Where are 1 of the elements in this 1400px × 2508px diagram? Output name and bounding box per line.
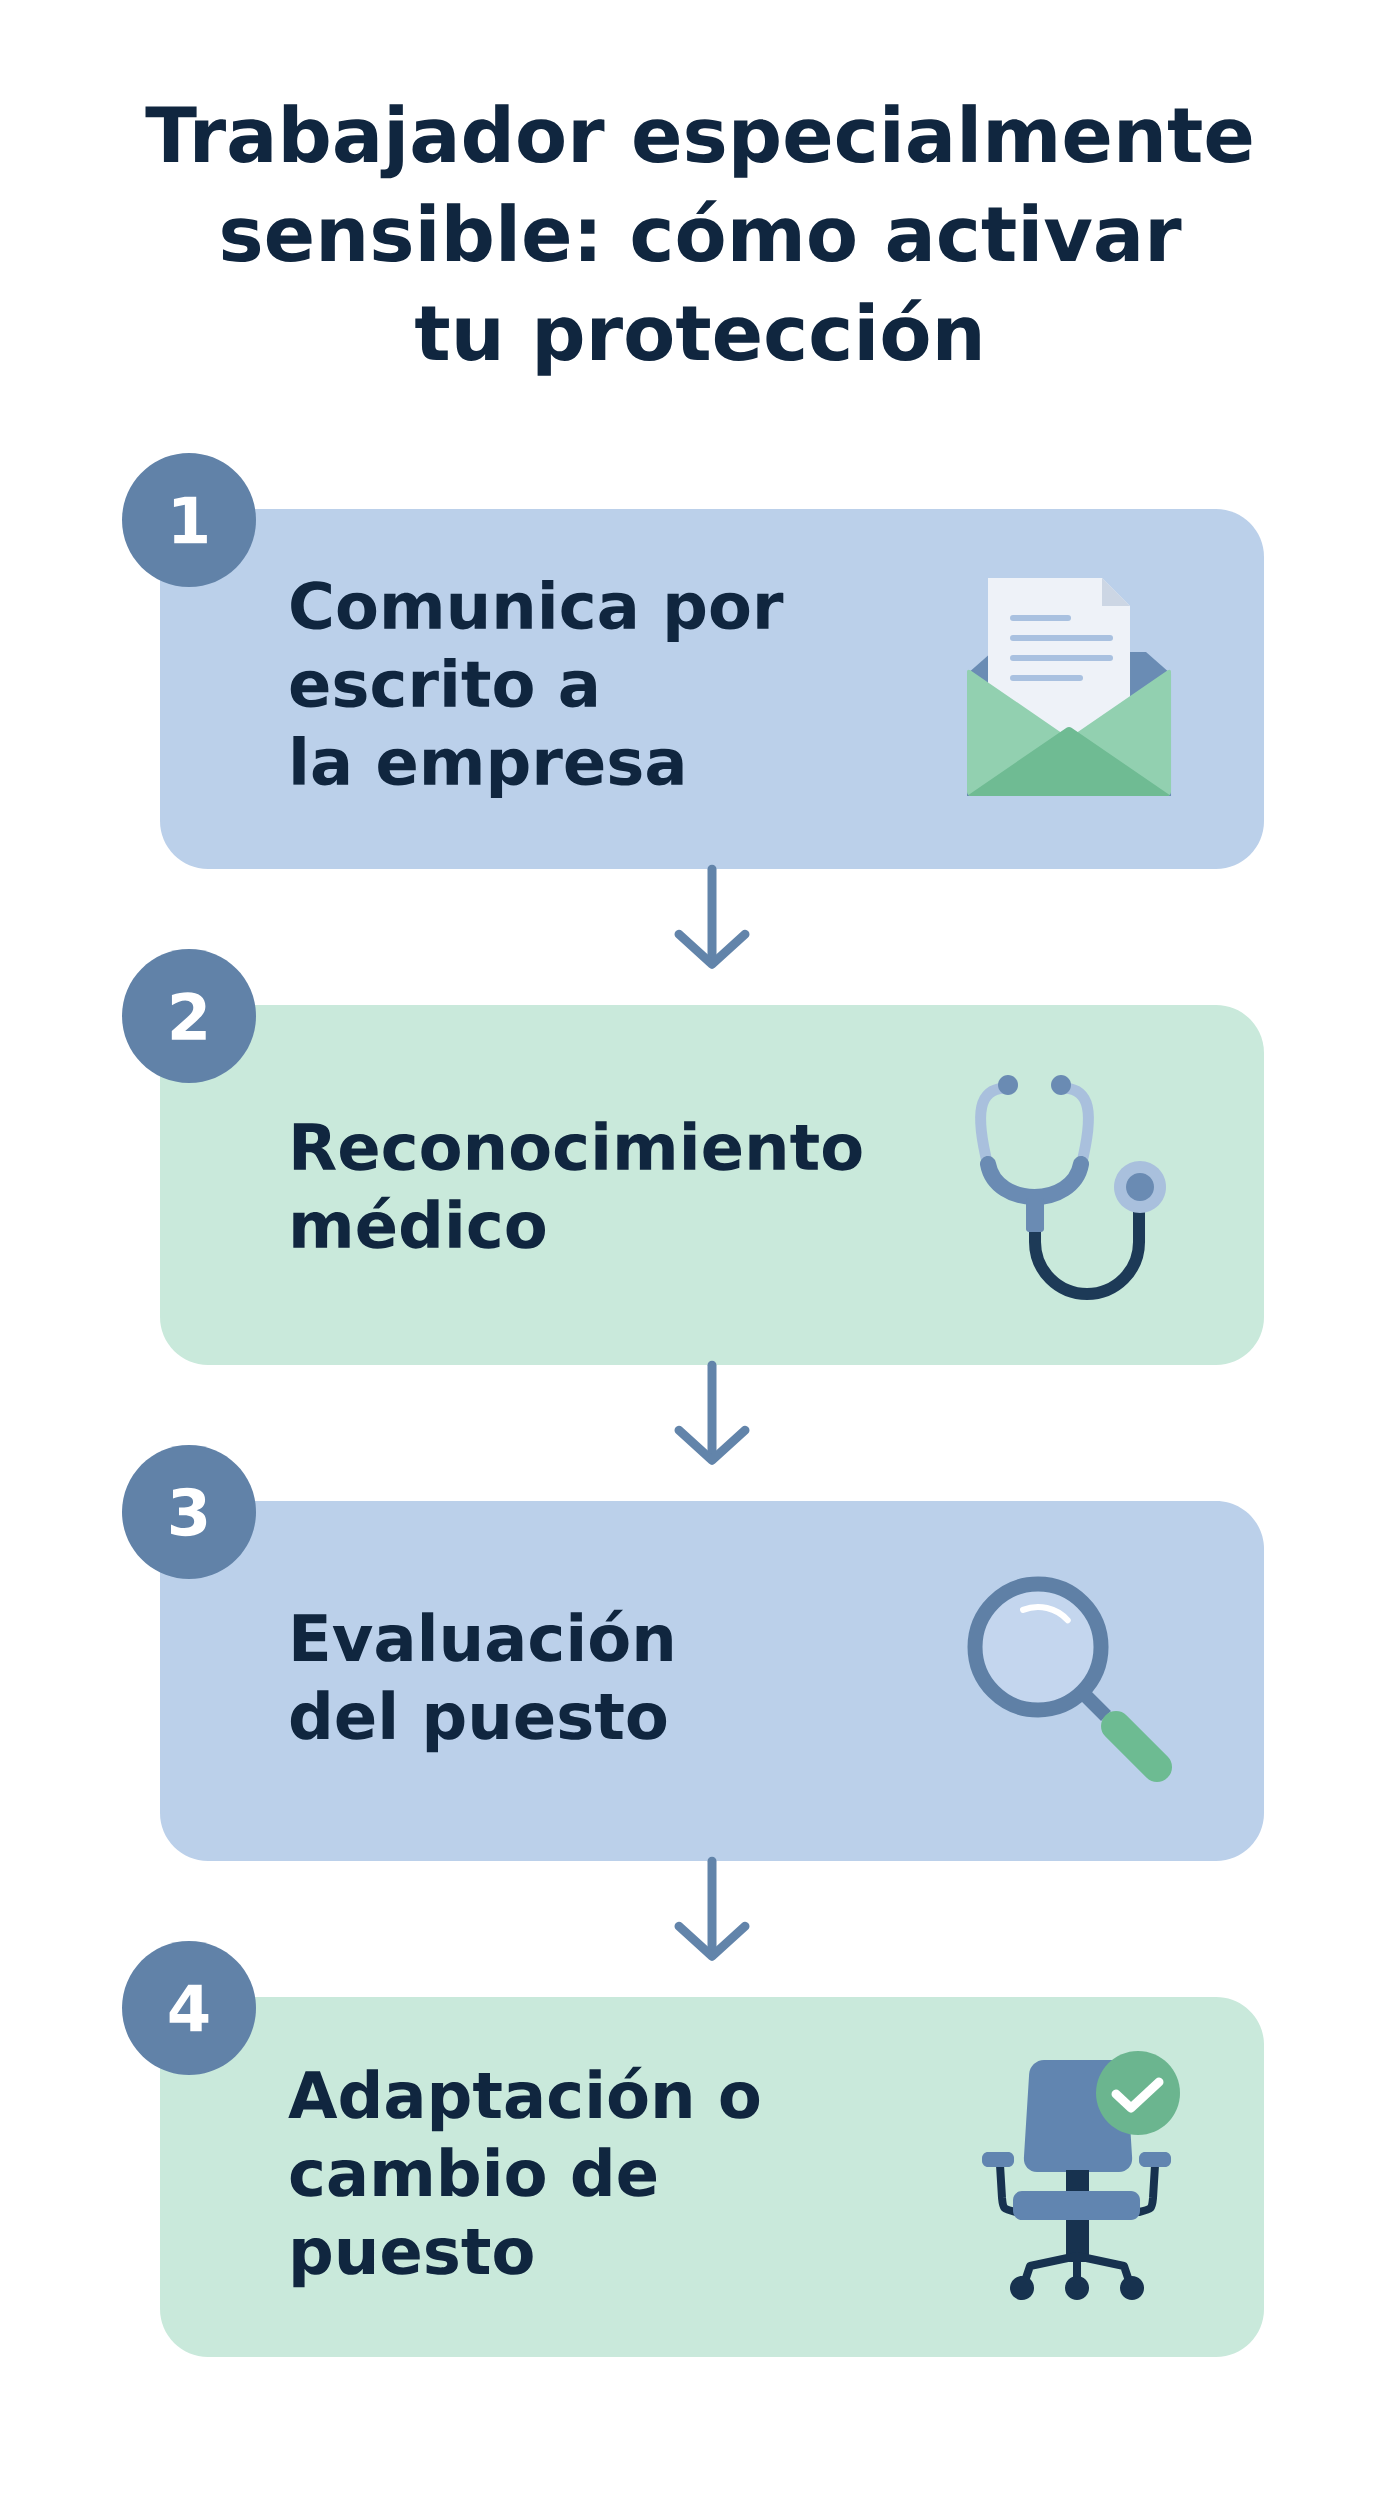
title: Trabajador especialmente sensible: cómo activar tu protección [145,104,1252,376]
